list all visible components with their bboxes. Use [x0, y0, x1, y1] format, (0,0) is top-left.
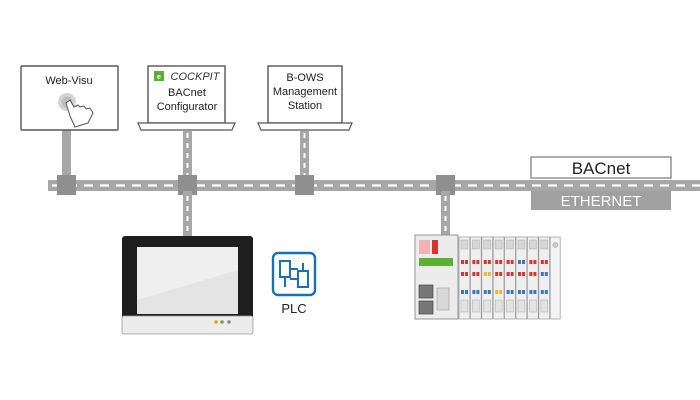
io-module: [470, 236, 482, 320]
cockpit-laptop: e COCKPIT BACnet Configurator: [137, 65, 236, 131]
controller-io-rack: [414, 234, 561, 320]
io-module: [504, 236, 516, 320]
drop-cable-cockpit: [178, 131, 197, 195]
bacnet-label-box: BACnet: [530, 156, 672, 179]
drop-cable-controller: [436, 175, 455, 237]
ethernet-bus: [48, 180, 700, 191]
drop-cable-touch-panel: [183, 191, 192, 236]
plc-label: PLC: [281, 301, 306, 316]
web-visu-label: Web-Visu: [45, 75, 92, 87]
touch-panel: [121, 236, 254, 335]
bows-laptop: B-OWS Management Station: [257, 65, 353, 131]
io-module: [492, 236, 505, 320]
drop-cable-bows: [295, 131, 314, 195]
svg-text:e: e: [157, 74, 161, 81]
bows-line1: B-OWS: [286, 72, 323, 84]
ethernet-label-box: ETHERNET: [531, 191, 671, 210]
end-module: [549, 236, 561, 320]
drop-cable-web-visu: [57, 130, 76, 195]
bows-line2: Management: [273, 86, 337, 98]
bows-line3: Station: [288, 100, 322, 112]
cockpit-logo-icon: e: [154, 71, 164, 81]
web-visu-tablet: Web-Visu: [20, 65, 119, 131]
io-module: [538, 236, 550, 320]
controller-head: [414, 234, 459, 320]
io-module: [481, 236, 493, 320]
io-module: [527, 236, 539, 320]
cockpit-brand: COCKPIT: [171, 71, 221, 83]
io-module: [515, 236, 528, 320]
plc-icon: [271, 251, 317, 297]
bacnet-label: BACnet: [572, 159, 631, 178]
io-module: [458, 236, 471, 320]
ethernet-label: ETHERNET: [561, 193, 642, 210]
io-modules: [458, 236, 561, 320]
cockpit-line1: BACnet: [168, 87, 206, 99]
cockpit-line2: Configurator: [157, 101, 218, 113]
touch-hand-icon: [58, 93, 94, 128]
